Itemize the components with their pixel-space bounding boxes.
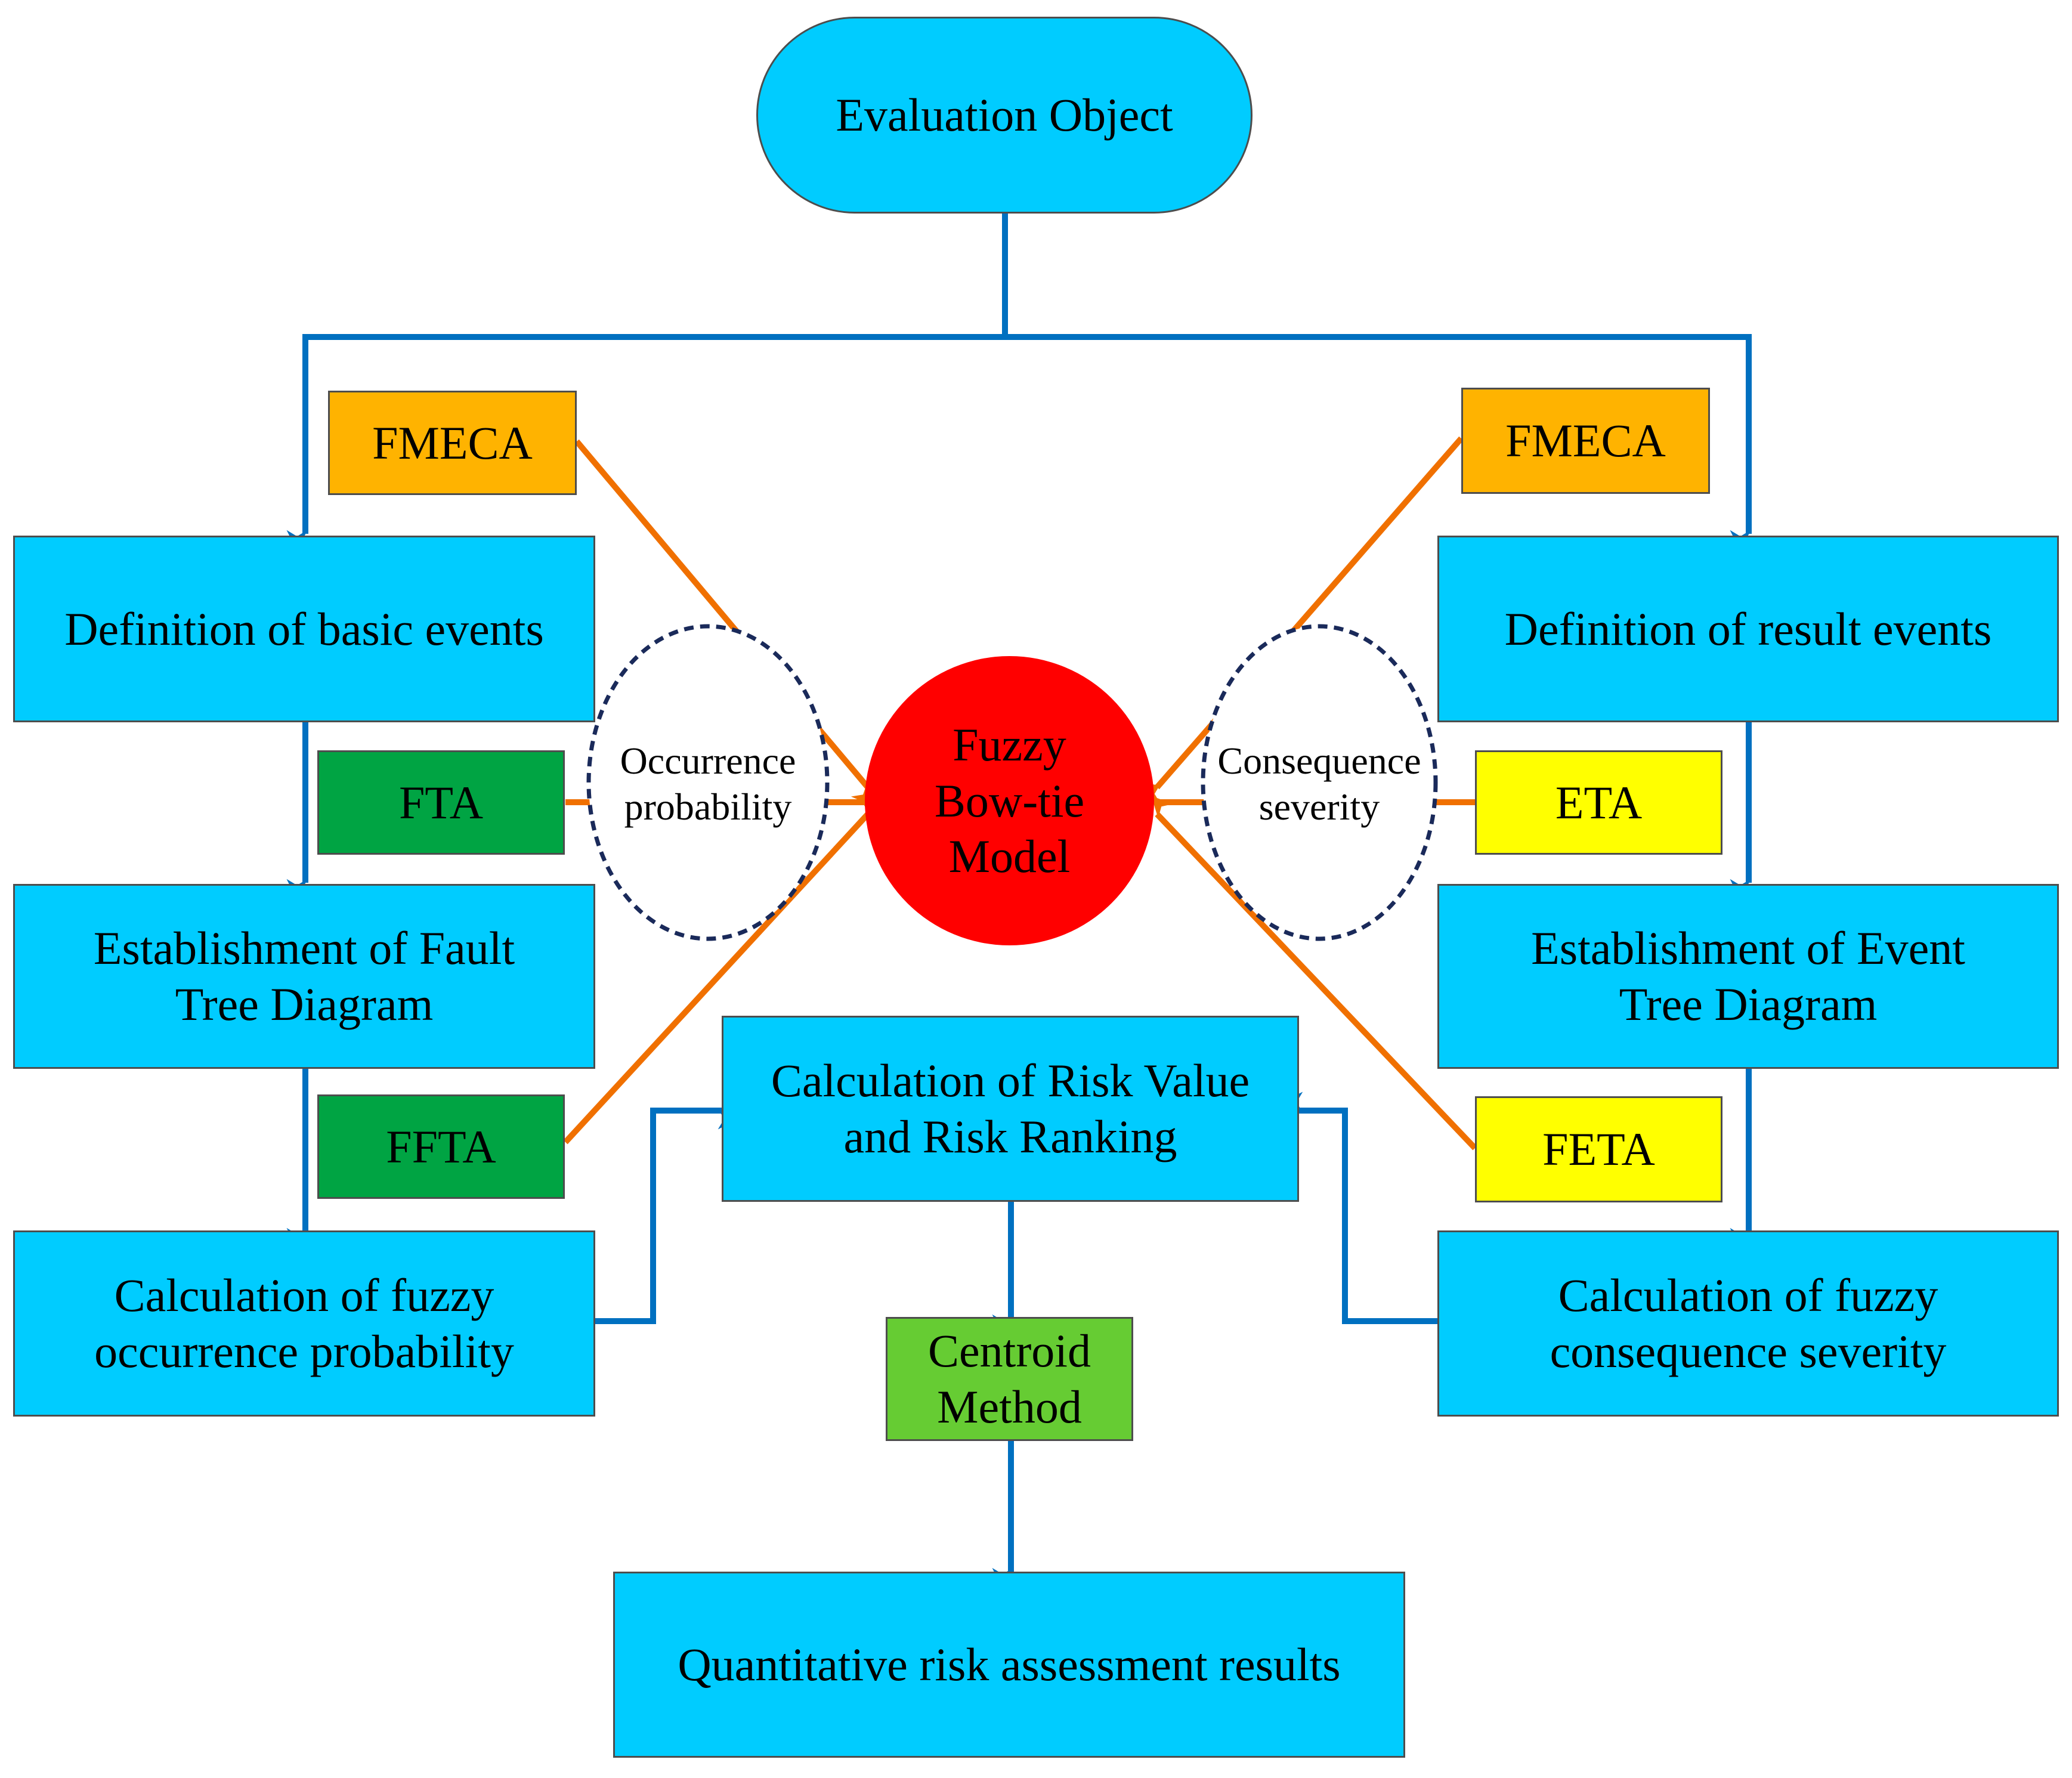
result-events-label: Definition of result events — [1504, 602, 1992, 655]
fta-node: FTA — [317, 750, 565, 855]
result-events-node: Definition of result events — [1437, 536, 2059, 722]
evaluation-object-label: Evaluation Object — [836, 89, 1173, 141]
occurrence-probability-ellipse — [586, 624, 830, 941]
feta-node: FETA — [1475, 1096, 1722, 1202]
flow-consequence-to-risk — [1282, 1091, 1437, 1324]
results-node: Quantitative risk assessment results — [613, 1572, 1405, 1758]
risk-value-label: Calculation of Risk Value and Risk Ranki… — [771, 1055, 1250, 1162]
fuzzy-bowtie-model-label: Fuzzy Bow-tie Model — [934, 719, 1085, 883]
results-label: Quantitative risk assessment results — [678, 1638, 1341, 1691]
fta-label: FTA — [398, 776, 484, 828]
occurrence-probability-label: Occurrence probability — [620, 740, 796, 828]
fault-tree-label: Establishment of Fault Tree Diagram — [93, 922, 515, 1030]
flow-occurrence-to-risk — [595, 1108, 739, 1324]
consequence-severity-label-box: Consequence severity — [1200, 716, 1439, 853]
consequence-severity-label: Consequence severity — [1217, 740, 1421, 828]
event-tree-node: Establishment of Event Tree Diagram — [1437, 884, 2059, 1069]
method-ffta — [563, 807, 886, 1145]
fmeca-left-label: FMECA — [372, 416, 533, 469]
risk-value-node: Calculation of Risk Value and Risk Ranki… — [722, 1016, 1299, 1202]
flow-to-basic-events — [286, 334, 1005, 551]
fault-tree-node: Establishment of Fault Tree Diagram — [13, 884, 595, 1069]
basic-events-label: Definition of basic events — [64, 602, 544, 655]
occurrence-probability-label-box: Occurrence probability — [595, 716, 821, 853]
evaluation-object-node: Evaluation Object — [756, 17, 1253, 214]
fuzzy-occurrence-node: Calculation of fuzzy occurrence probabil… — [13, 1230, 595, 1417]
event-tree-label: Establishment of Event Tree Diagram — [1531, 922, 1965, 1030]
fuzzy-consequence-node: Calculation of fuzzy consequence severit… — [1437, 1230, 2059, 1417]
basic-events-node: Definition of basic events — [13, 536, 595, 722]
feta-label: FETA — [1542, 1123, 1655, 1176]
fuzzy-occurrence-label: Calculation of fuzzy occurrence probabil… — [94, 1269, 514, 1377]
ffta-node: FFTA — [317, 1094, 565, 1199]
centroid-method-label: Centroid Method — [928, 1325, 1091, 1433]
fmeca-right-label: FMECA — [1505, 415, 1666, 467]
eta-node: ETA — [1475, 750, 1722, 855]
ffta-label: FFTA — [386, 1120, 496, 1173]
consequence-severity-ellipse — [1201, 624, 1438, 941]
eta-label: ETA — [1555, 776, 1643, 828]
centroid-method-node: Centroid Method — [886, 1317, 1133, 1441]
method-feta — [1151, 796, 1477, 1151]
fuzzy-consequence-label: Calculation of fuzzy consequence severit… — [1550, 1269, 1947, 1377]
flow-to-result-events — [1005, 334, 1752, 551]
fuzzy-bowtie-model-node: Fuzzy Bow-tie Model — [865, 656, 1154, 945]
method-fmeca-right — [1139, 436, 1464, 795]
fmeca-left-node: FMECA — [328, 391, 577, 495]
fmeca-right-node: FMECA — [1461, 388, 1710, 494]
